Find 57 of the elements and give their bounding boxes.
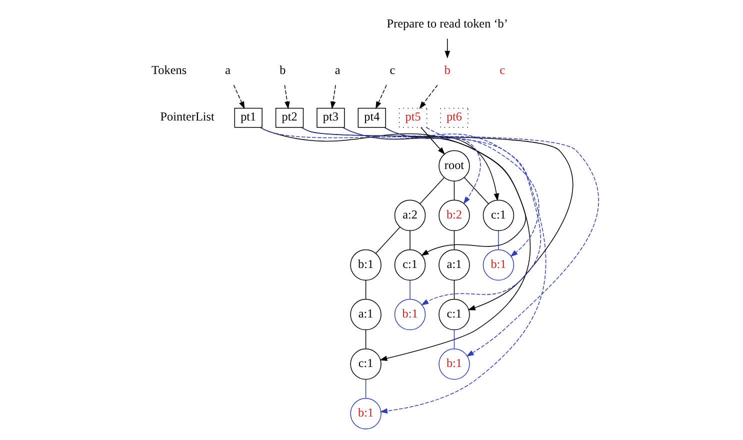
connector	[364, 330, 366, 350]
node-text: c	[389, 63, 395, 78]
node-circle: b:2	[438, 200, 470, 232]
node-box: pt5	[398, 108, 427, 128]
arrow	[232, 84, 244, 110]
node-box: pt6	[440, 108, 468, 128]
connector	[364, 379, 366, 399]
node-circle: c:1	[350, 348, 381, 380]
connector	[463, 177, 488, 204]
node-text: Prepare to read token ‘b’	[386, 16, 508, 31]
arrow	[300, 127, 598, 357]
connector	[453, 230, 454, 250]
node-box: pt1	[234, 108, 262, 128]
node-circle: c:1	[482, 200, 514, 232]
node-text: b	[279, 63, 286, 78]
arrow	[259, 127, 530, 361]
node-circle: a:1	[350, 298, 381, 330]
connector	[419, 177, 444, 204]
connector	[374, 226, 400, 254]
connector	[409, 280, 410, 300]
arrow	[426, 126, 480, 204]
node-circle: b:1	[482, 249, 514, 281]
arrow	[418, 84, 438, 109]
arrow	[300, 127, 573, 310]
node-circle: a:2	[394, 200, 426, 232]
node-circle: b:1	[350, 398, 381, 430]
arrow	[384, 127, 499, 202]
connector	[453, 280, 454, 300]
node-circle: b:1	[394, 298, 426, 330]
arrow	[259, 127, 546, 414]
node-circle: c:1	[438, 298, 470, 330]
node-circle: root	[438, 150, 470, 182]
connector	[453, 330, 454, 350]
node-text: a	[224, 63, 230, 78]
node-box: pt2	[274, 108, 304, 128]
node-circle: b:1	[350, 249, 381, 281]
node-text: b	[444, 63, 450, 78]
node-text: c	[499, 63, 505, 78]
node-box: pt4	[357, 108, 386, 128]
arrow	[383, 127, 539, 257]
label: PointerList	[160, 110, 214, 124]
node-box: pt3	[316, 108, 344, 128]
arrow	[375, 84, 386, 110]
node-text: a	[334, 63, 340, 78]
arrow	[330, 84, 336, 110]
connector	[409, 230, 410, 250]
arrow	[342, 127, 526, 256]
node-circle: b:1	[438, 348, 470, 380]
arrow	[284, 84, 290, 110]
node-circle: c:1	[394, 249, 426, 281]
label: Tokens	[151, 63, 186, 78]
arrow	[342, 127, 540, 306]
arrow	[420, 127, 445, 155]
connector	[364, 280, 366, 300]
connector	[453, 180, 454, 200]
arrow	[444, 38, 450, 59]
node-circle: a:1	[438, 249, 470, 281]
